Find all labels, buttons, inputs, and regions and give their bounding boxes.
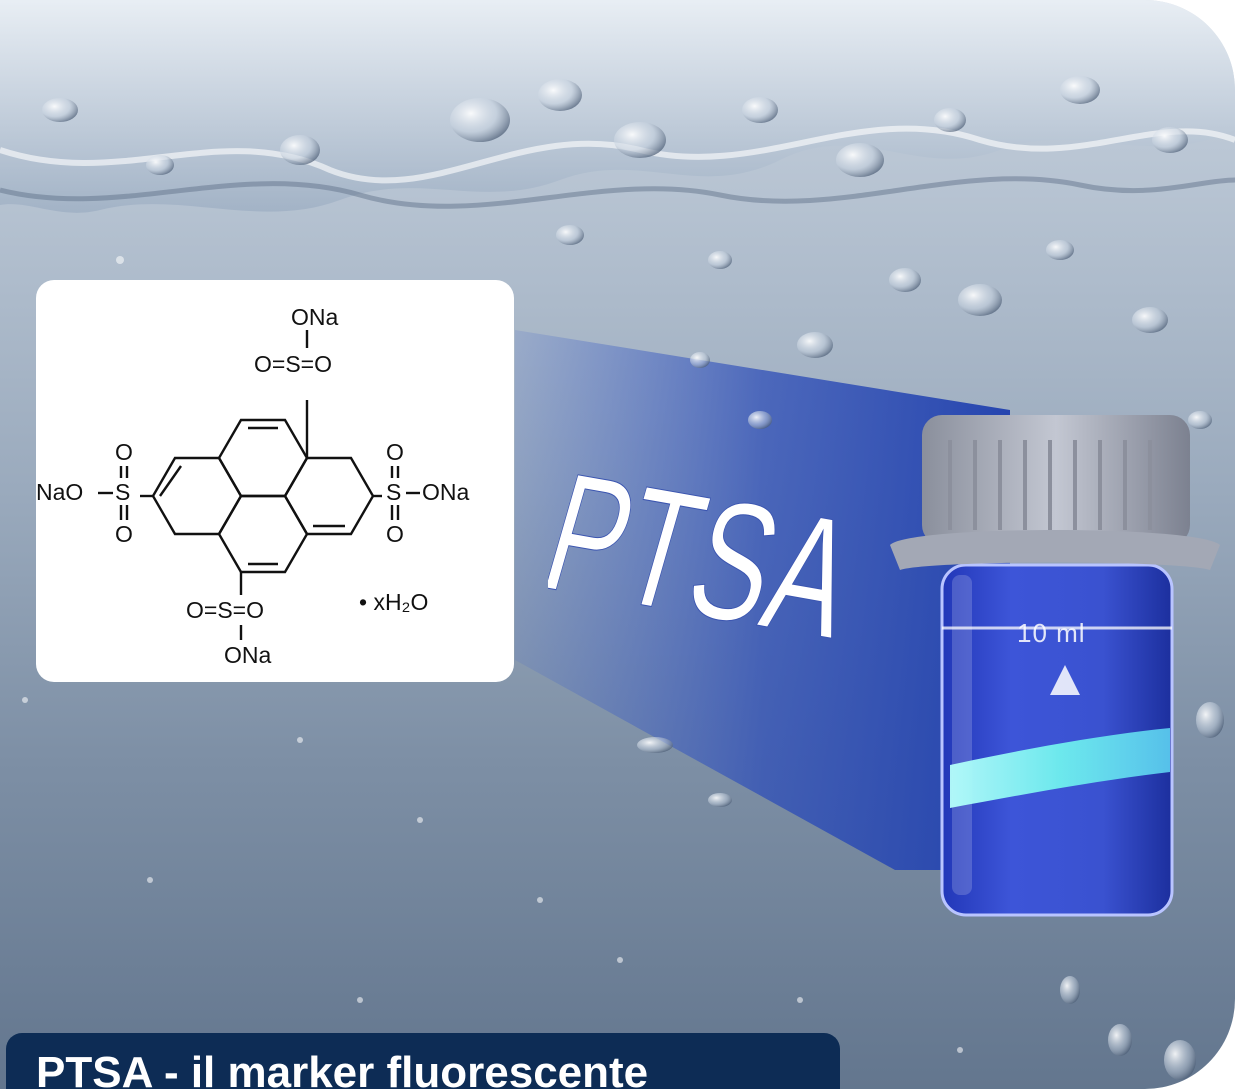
bottom-ona-label: ONa (224, 642, 272, 668)
chemical-structure-card: ONa O=S=O O S ONa O O S NaO O O=S=O ONa … (36, 280, 514, 682)
left-s-label: S (115, 479, 130, 505)
left-nao-label: NaO (36, 479, 83, 505)
svg-text:PTSA: PTSA (548, 439, 874, 674)
top-ona-label: ONa (291, 304, 339, 330)
left-o-bottom: O (115, 521, 133, 547)
bottom-sulfonyl-label: O=S=O (186, 597, 264, 623)
ptsa-title: PTSA (548, 438, 875, 674)
pyrene-structure-diagram: ONa O=S=O O S ONa O O S NaO O O=S=O ONa … (36, 304, 470, 668)
left-o-top: O (115, 439, 133, 465)
caption-banner: PTSA - il marker fluorescente (6, 1033, 840, 1089)
right-ona-label: ONa (422, 479, 470, 505)
right-s-label: S (386, 479, 401, 505)
fluorescent-vial (890, 415, 1220, 917)
right-o-bottom: O (386, 521, 404, 547)
hydrate-label: • xH₂O (359, 589, 428, 615)
right-o-top: O (386, 439, 404, 465)
top-sulfonyl-label: O=S=O (254, 351, 332, 377)
vial-volume-label: 10 ml (1017, 618, 1086, 648)
